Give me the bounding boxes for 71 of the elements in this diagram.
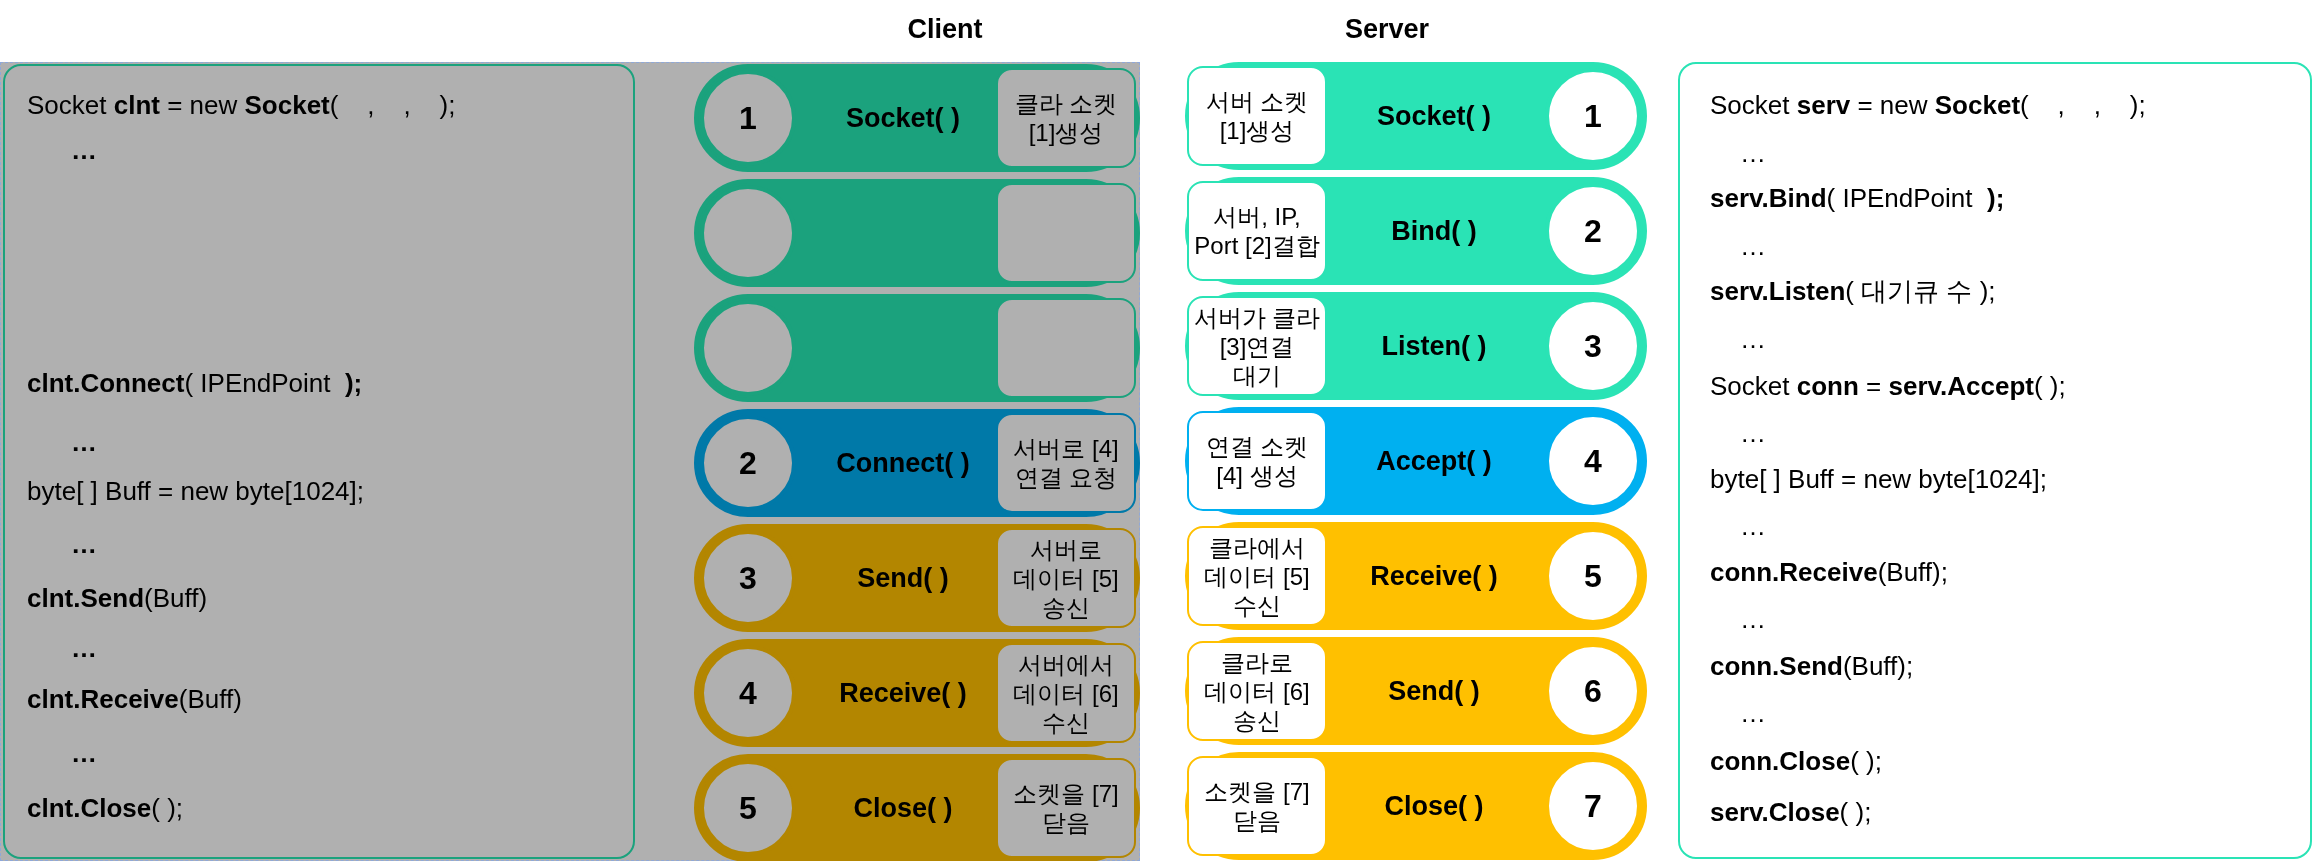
code-line: conn.Close( ); (1710, 745, 1882, 777)
description-box: 서버에서 데이터 [6]수신 (996, 643, 1136, 743)
code-line: conn.Send(Buff); (1710, 650, 1914, 682)
description-box: 클라 소켓 [1]생성 (996, 68, 1136, 168)
method-pill (1185, 177, 1647, 285)
method-label: Accept( ) (1376, 445, 1492, 477)
code-line: Socket clnt = new Socket( , , ); (27, 89, 456, 121)
description-box: 서버로 [4]연결 요청 (996, 413, 1136, 513)
column-heading: Server (1344, 14, 1430, 45)
description-box: 클라에서 데이터 [5]수신 (1187, 526, 1327, 626)
method-label: Bind( ) (1391, 215, 1477, 247)
method-pill (694, 409, 1140, 517)
method-pill (694, 754, 1140, 861)
code-line: byte[ ] Buff = new byte[1024]; (27, 475, 365, 507)
method-pill (694, 64, 1140, 172)
code-line: … (71, 134, 97, 166)
code-line: … (1740, 603, 1766, 635)
description-box: 소켓을 [7]닫음 (996, 758, 1136, 858)
code-panel (1678, 62, 2312, 859)
description-box: 소켓을 [7]닫음 (1187, 756, 1327, 856)
code-line: … (1740, 697, 1766, 729)
code-line: … (1740, 230, 1766, 262)
method-pill (1185, 292, 1647, 400)
code-line: Socket conn = serv.Accept( ); (1710, 370, 2066, 402)
code-line: byte[ ] Buff = new byte[1024]; (1710, 463, 2048, 495)
code-line: … (71, 426, 97, 458)
method-pill (1185, 62, 1647, 170)
method-label: Receive( ) (839, 677, 967, 709)
code-line: serv.Close( ); (1710, 796, 1872, 828)
code-line: … (71, 632, 97, 664)
method-label: Connect( ) (836, 447, 970, 479)
method-pill (694, 179, 1140, 287)
method-pill (1185, 522, 1647, 630)
method-pill (694, 639, 1140, 747)
column-heading: Client (907, 14, 983, 45)
method-label: Socket( ) (1377, 100, 1491, 132)
description-box: 서버가 클라 [3]연결 대기 (1187, 296, 1327, 396)
code-line: … (1740, 510, 1766, 542)
description-box: 클라로 데이터 [6]송신 (1187, 641, 1327, 741)
method-pill (694, 294, 1140, 402)
method-label: Receive( ) (1370, 560, 1498, 592)
description-box (996, 298, 1136, 398)
code-line: … (1740, 137, 1766, 169)
code-line: clnt.Connect( IPEndPoint ); (27, 367, 363, 399)
code-line: serv.Bind( IPEndPoint ); (1710, 182, 2005, 214)
description-box: 서버로 데이터 [5]송신 (996, 528, 1136, 628)
code-panel (3, 64, 635, 859)
description-box: 서버, IP, Port [2]결합 (1187, 181, 1327, 281)
code-line: clnt.Send(Buff) (27, 582, 208, 614)
method-label: Close( ) (1384, 790, 1484, 822)
method-label: Send( ) (857, 562, 949, 594)
method-label: Socket( ) (846, 102, 960, 134)
method-label: Close( ) (853, 792, 953, 824)
code-line: … (1740, 323, 1766, 355)
code-line: … (71, 528, 97, 560)
description-box: 연결 소켓 [4] 생성 (1187, 411, 1327, 511)
description-box: 서버 소켓 [1]생성 (1187, 66, 1327, 166)
code-line: conn.Receive(Buff); (1710, 556, 1948, 588)
code-line: Socket serv = new Socket( , , ); (1710, 89, 2146, 121)
code-line: clnt.Close( ); (27, 792, 183, 824)
code-line: … (71, 737, 97, 769)
method-pill (1185, 637, 1647, 745)
description-box (996, 183, 1136, 283)
method-pill (1185, 752, 1647, 860)
code-line: serv.Listen( 대기큐 수 ); (1710, 275, 1996, 307)
method-pill (694, 524, 1140, 632)
code-line: … (1740, 417, 1766, 449)
method-label: Send( ) (1388, 675, 1480, 707)
method-pill (1185, 407, 1647, 515)
code-line: clnt.Receive(Buff) (27, 683, 242, 715)
method-label: Listen( ) (1381, 330, 1487, 362)
